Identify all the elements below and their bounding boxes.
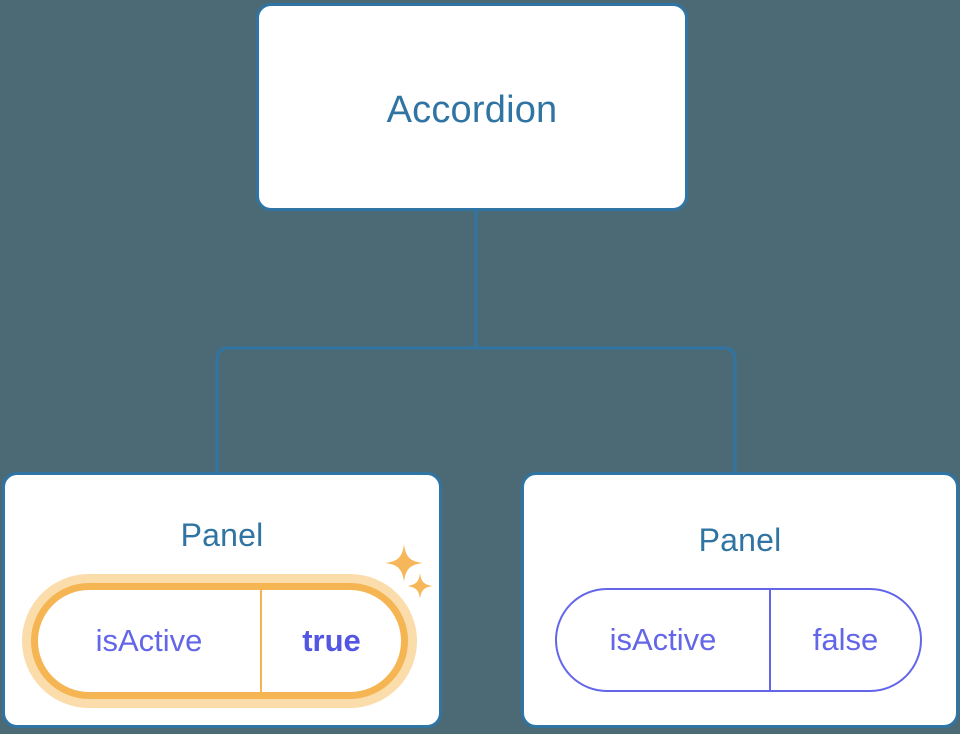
prop-value-label: false [812,622,879,657]
prop-value-label: true [302,623,361,658]
prop-key-label: isActive [38,590,262,692]
node-panel-right-title: Panel [698,522,782,558]
node-accordion[interactable]: Accordion [256,3,688,211]
prop-key-label: isActive [557,590,771,690]
prop-pill-isactive-true[interactable]: isActive true [31,583,408,699]
prop-pill-isactive-false[interactable]: isActive false [555,588,922,692]
node-accordion-title: Accordion [386,89,558,131]
node-panel-left-title: Panel [180,517,264,553]
connector-to-left-panel [215,346,476,472]
connector-to-right-panel [476,346,737,472]
